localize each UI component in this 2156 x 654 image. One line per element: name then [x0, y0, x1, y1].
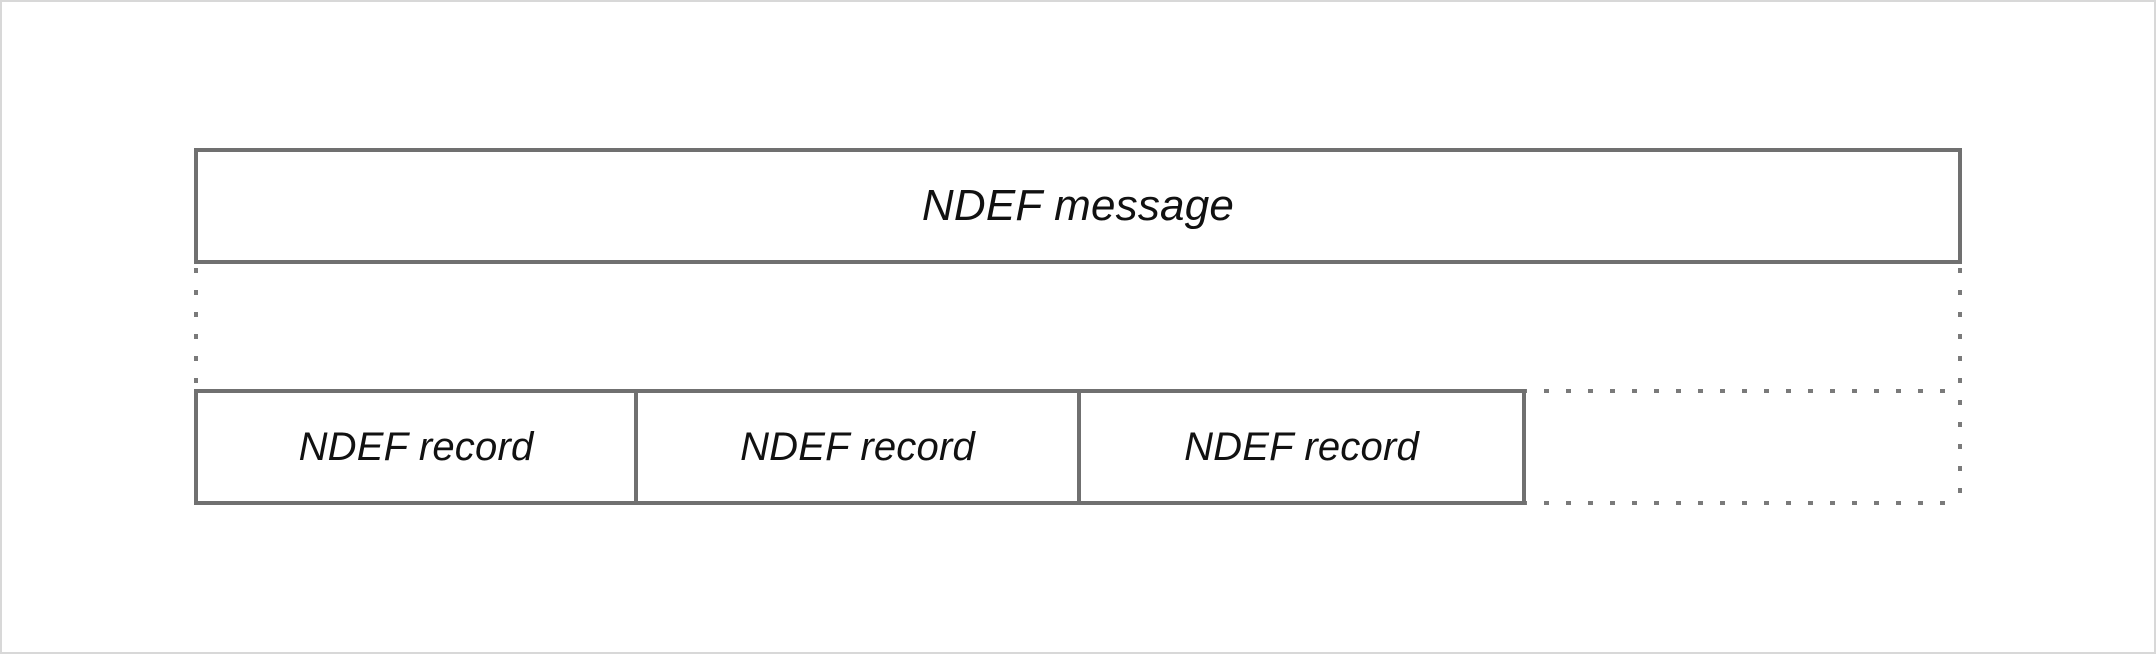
ndef-message-box: NDEF message: [194, 148, 1962, 264]
ndef-message-label: NDEF message: [921, 181, 1235, 230]
ndef-record-label: NDEF record: [740, 425, 975, 469]
ndef-record-label: NDEF record: [298, 425, 534, 469]
dotted-continuation-top-icon: [1522, 389, 1958, 393]
dotted-connector-right-icon: [1958, 268, 1962, 505]
ndef-record-box: NDEF record: [634, 389, 1081, 505]
ndef-record-box: NDEF record: [194, 389, 638, 505]
ndef-record-label: NDEF record: [1184, 425, 1419, 469]
ndef-record-row: NDEF record NDEF record NDEF record: [194, 389, 1526, 505]
ndef-record-box: NDEF record: [1077, 389, 1526, 505]
expansion-connector: [194, 264, 1962, 505]
dotted-connector-left-icon: [194, 268, 198, 389]
dotted-continuation-bottom-icon: [1522, 501, 1958, 505]
